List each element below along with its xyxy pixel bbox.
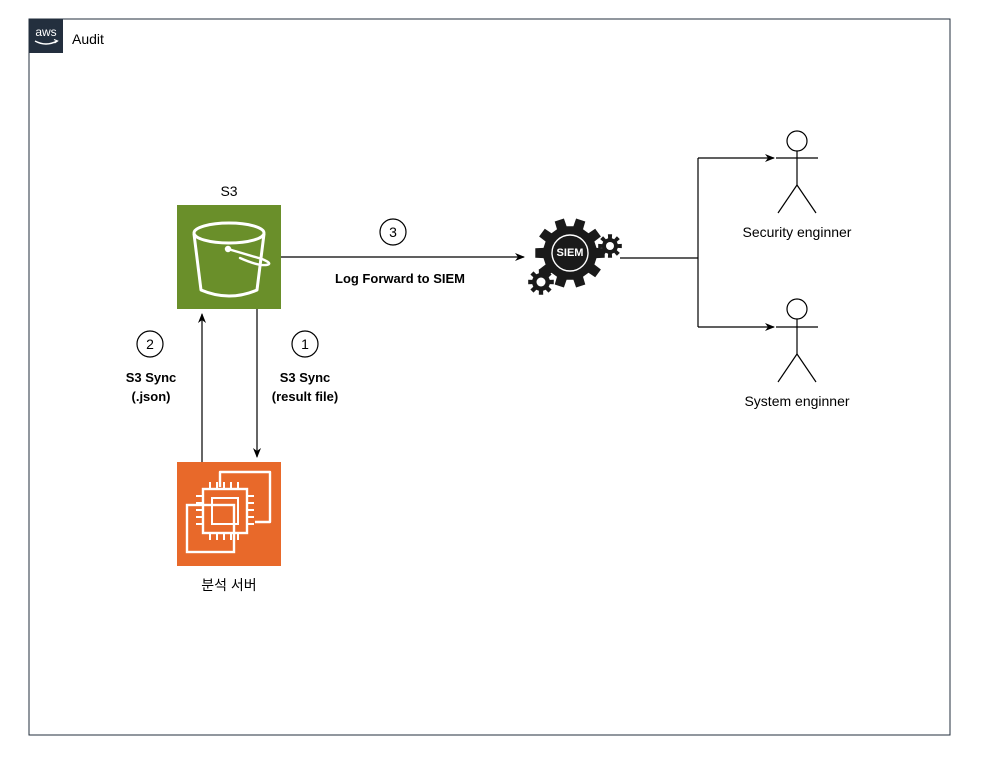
step-3-number: 3 (389, 224, 397, 240)
siem-gear-small-left (528, 269, 554, 295)
siem-main-gear (535, 218, 605, 288)
flow-1-label-line1: S3 Sync (280, 370, 331, 385)
siem-gears-icon[interactable]: SIEM (528, 218, 622, 295)
aws-badge-text: aws (35, 25, 56, 39)
step-2-number: 2 (146, 336, 154, 352)
step-1-number: 1 (301, 336, 309, 352)
siem-gear-small-left-hub (536, 277, 546, 287)
siem-main-gear-ring (551, 234, 589, 272)
s3-bucket-icon[interactable] (177, 205, 281, 309)
s3-label: S3 (220, 183, 237, 199)
ec2-label: 분석 서버 (201, 577, 256, 593)
siem-main-gear-hub (549, 232, 591, 274)
step-3-badge: 3 (379, 218, 407, 246)
flow-3-label: Log Forward to SIEM (335, 271, 465, 286)
ec2-instance-icon[interactable] (177, 462, 281, 566)
security-engineer-person-icon (776, 130, 818, 214)
flow-2-label-line2: (.json) (132, 389, 171, 404)
system-engineer-person-icon (776, 298, 818, 383)
group-title: Audit (72, 31, 104, 47)
actor-1-label: Security enginner (743, 224, 852, 240)
step-2-badge: 2 (136, 330, 164, 358)
step-1-badge: 1 (291, 330, 319, 358)
aws-logo-icon: aws (29, 19, 63, 53)
audit-group-frame (28, 18, 951, 736)
siem-gear-small-right-hub (606, 242, 614, 250)
flow-1-label-line2: (result file) (272, 389, 338, 404)
flow-2-label-line1: S3 Sync (126, 370, 177, 385)
actor-2-label: System enginner (744, 393, 849, 409)
siem-label: SIEM (557, 247, 584, 259)
siem-gear-small-right (598, 234, 622, 258)
